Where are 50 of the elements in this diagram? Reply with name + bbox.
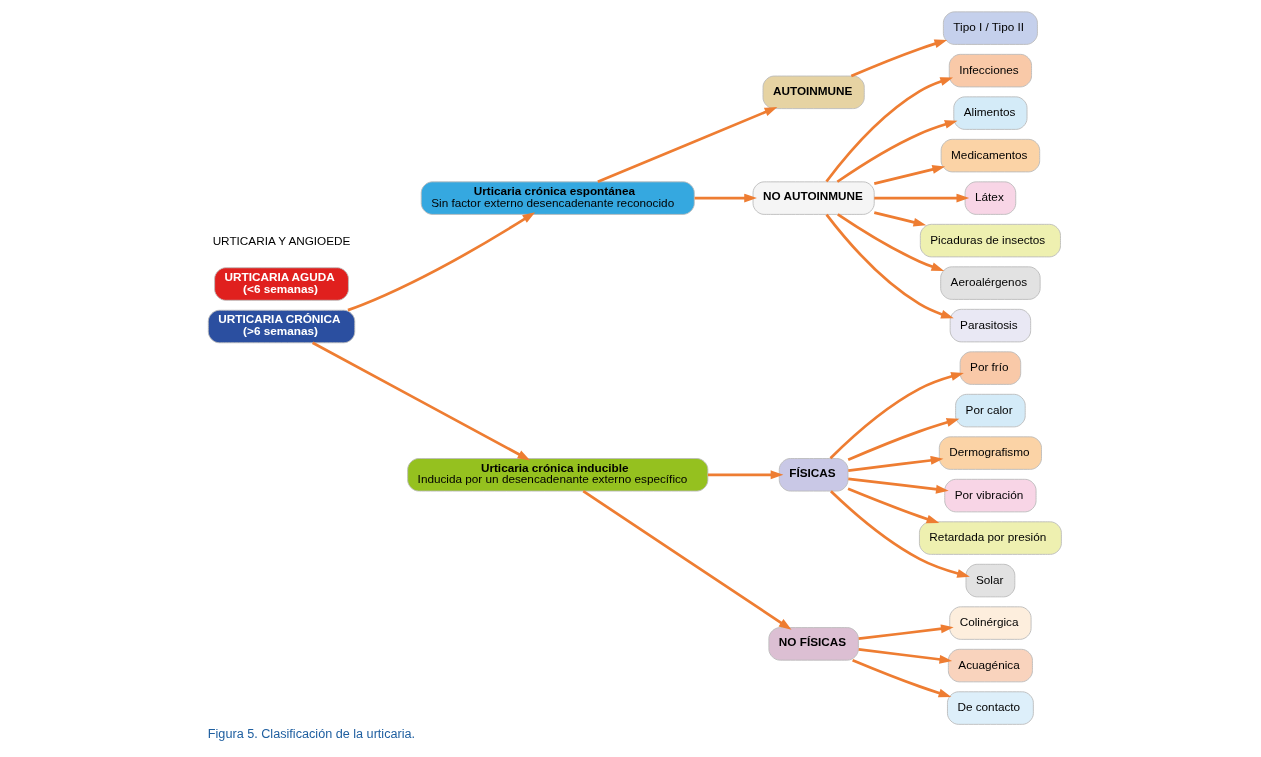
arrow (707, 470, 783, 480)
arrow (873, 193, 969, 203)
arrow (851, 658, 951, 698)
node-box: Tipo I / Tipo II (942, 11, 1038, 45)
arrow (836, 120, 957, 183)
arrow (858, 624, 954, 640)
node-box: AUTOINMUNE (762, 75, 865, 110)
label: URTICARIA Y ANGIOEDE (212, 233, 350, 247)
node-box: Picaduras de insectos (919, 223, 1061, 258)
arrow (829, 372, 964, 460)
arrow (850, 39, 947, 78)
node-box: Retardada por presión (918, 521, 1062, 555)
arrow (824, 77, 953, 183)
node-box: Látex (964, 181, 1016, 215)
node-box: Por calor (954, 393, 1026, 428)
node-box: NO AUTOINMUNE (752, 181, 875, 215)
node-box: Aeroalérgenos (939, 266, 1041, 300)
arrow (825, 213, 954, 319)
arrow (847, 455, 943, 472)
arrow (311, 341, 530, 461)
node-box: Solar (965, 563, 1015, 598)
arrow (596, 107, 777, 184)
arrow (847, 418, 959, 462)
node-box: URTICARIA AGUDA (<6 semanas) (213, 267, 349, 301)
node-box: Medicamentos (940, 138, 1040, 173)
node-box: Infecciones (948, 53, 1032, 88)
arrow (847, 477, 949, 494)
arrow (694, 193, 757, 203)
arrow (873, 165, 945, 185)
node-box: NO FÍSICAS (767, 627, 859, 661)
arrow (582, 490, 792, 630)
node-box: Dermografismo (938, 436, 1042, 470)
arrow (836, 213, 944, 271)
node-box: FÍSICAS (778, 458, 848, 492)
node-box: Por frío (959, 351, 1021, 385)
node-box: Por vibración (943, 478, 1036, 513)
caption: Figura 5. Clasificación de la urticaria. (207, 727, 415, 742)
node-box: URTICARIA CRÓNICA (>6 semanas) (207, 309, 355, 344)
node-box: De contacto (946, 691, 1034, 725)
arrow (873, 211, 926, 227)
arrow (829, 490, 970, 578)
arrow (347, 212, 535, 312)
node-box: Parasitosis (949, 308, 1031, 343)
arrow (858, 648, 952, 664)
node-box: Colinérgica (948, 606, 1032, 640)
arrow (847, 487, 939, 524)
node-box: Urticaria crónica espontánea Sin factor externo desencadenante reconocido (420, 181, 695, 215)
node-box: Urticaria crónica inducible Inducida por un desencadenante externo específico (406, 458, 708, 492)
node-box: Acuagénica (947, 648, 1033, 683)
node-box: Alimentos (952, 96, 1027, 130)
